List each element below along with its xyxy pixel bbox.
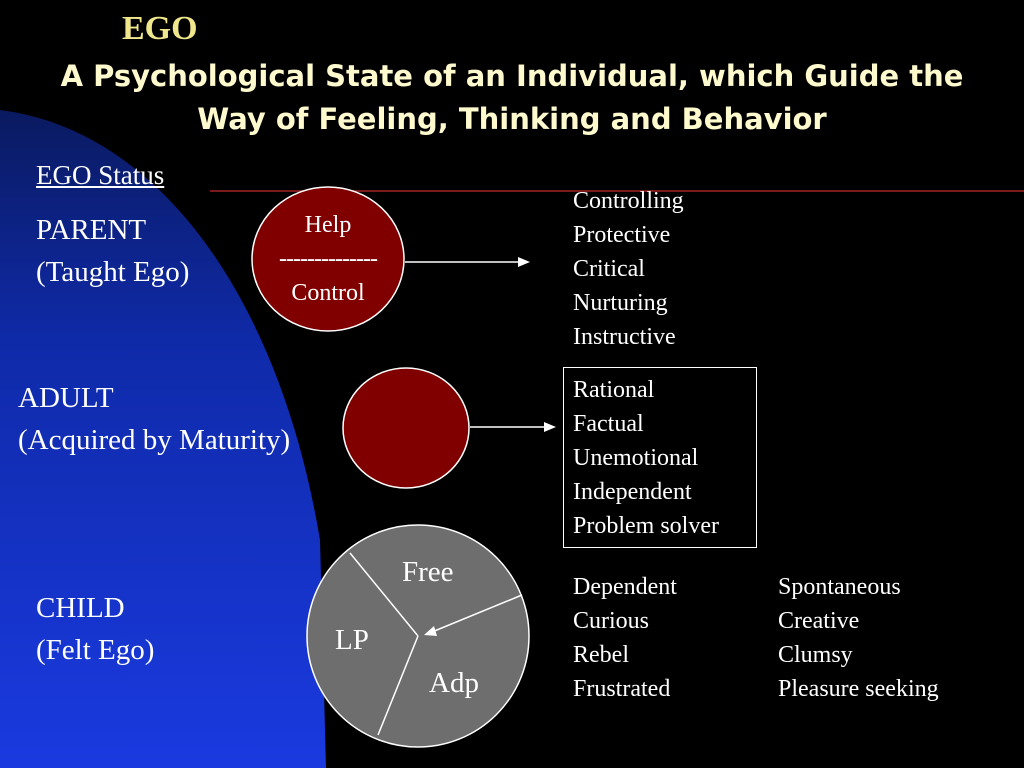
- blue-panel-shape: [0, 110, 326, 768]
- parent-trait: Controlling: [573, 188, 684, 214]
- parent-label: PARENT (Taught Ego): [36, 209, 189, 293]
- child-trait: Rebel: [573, 642, 629, 668]
- child-divider-1: [349, 552, 419, 637]
- parent-circle-control: Control: [291, 280, 365, 306]
- parent-trait: Instructive: [573, 324, 676, 350]
- parent-trait: Nurturing: [573, 290, 668, 316]
- adult-traits-box: [563, 367, 757, 548]
- parent-arrow-head: [518, 257, 530, 267]
- child-part-lp: LP: [335, 624, 369, 656]
- parent-traits-list: Controlling Protective Critical Nurturin…: [573, 184, 684, 354]
- adult-trait: Rational: [573, 377, 655, 403]
- adult-trait: Unemotional: [573, 445, 699, 471]
- child-trait: Clumsy: [778, 642, 853, 668]
- parent-circle-divider: --------------: [279, 246, 378, 272]
- adult-trait: Independent: [573, 479, 692, 505]
- adult-label: ADULT (Acquired by Maturity): [18, 377, 290, 461]
- adult-trait: Problem solver: [573, 513, 719, 539]
- adult-arrow-head: [544, 422, 556, 432]
- child-arrow-head: [424, 626, 437, 636]
- child-label-line1: CHILD: [36, 592, 125, 624]
- ego-title: EGO: [122, 10, 198, 47]
- parent-trait: Protective: [573, 222, 671, 248]
- parent-label-line1: PARENT: [36, 214, 147, 246]
- ego-status-heading: EGO Status: [36, 160, 165, 190]
- child-label: CHILD (Felt Ego): [36, 587, 154, 671]
- child-divider-2: [377, 635, 419, 736]
- page-subtitle: A Psychological State of an Individual, …: [60, 59, 964, 136]
- adult-circle: [342, 367, 470, 489]
- parent-circle: [251, 186, 405, 332]
- child-trait: Frustrated: [573, 676, 671, 702]
- child-part-adp: Adp: [429, 667, 479, 699]
- child-traits-col1: Dependent Curious Rebel Frustrated: [573, 570, 677, 706]
- child-trait: Dependent: [573, 574, 677, 600]
- child-label-line2: (Felt Ego): [36, 634, 155, 666]
- child-trait: Spontaneous: [778, 574, 901, 600]
- adult-label-line2: (Acquired by Maturity): [18, 424, 291, 456]
- child-arrow-line: [431, 594, 523, 633]
- parent-label-line2: (Taught Ego): [36, 256, 190, 288]
- child-trait: Curious: [573, 608, 650, 634]
- child-trait: Creative: [778, 608, 860, 634]
- child-trait: Pleasure seeking: [778, 676, 939, 702]
- parent-trait: Critical: [573, 256, 645, 282]
- adult-traits-list: Rational Factual Unemotional Independent…: [573, 373, 719, 543]
- adult-trait: Factual: [573, 411, 644, 437]
- parent-circle-help: Help: [304, 212, 352, 238]
- child-part-free: Free: [402, 556, 454, 588]
- child-traits-col2: Spontaneous Creative Clumsy Pleasure see…: [778, 570, 939, 706]
- adult-label-line1: ADULT: [18, 382, 114, 414]
